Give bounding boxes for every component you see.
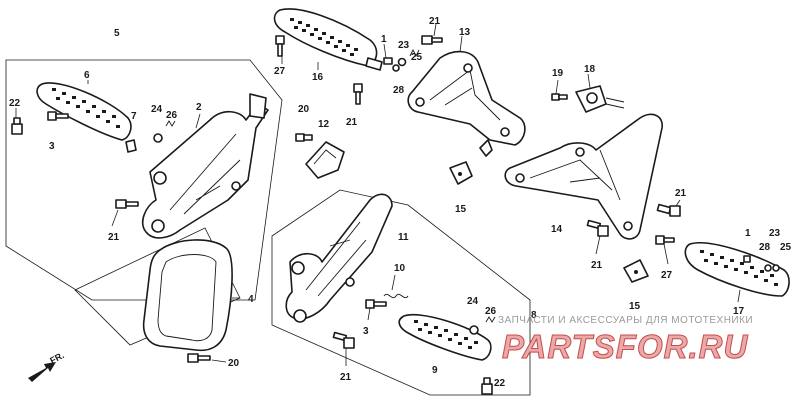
callout-10: 10 xyxy=(394,263,406,274)
callout-20: 20 xyxy=(298,104,310,115)
callout-12: 12 xyxy=(318,119,330,130)
callout-28: 28 xyxy=(759,242,771,253)
screw-19 xyxy=(551,93,568,101)
pin-3-left xyxy=(47,111,69,121)
callout-26: 26 xyxy=(485,306,497,317)
bolt-22-left xyxy=(11,117,23,135)
callout-24: 24 xyxy=(467,296,479,307)
callout-15: 15 xyxy=(629,301,641,312)
watermark-logo: PARTSFOR.RU xyxy=(502,328,748,365)
callout-27: 27 xyxy=(661,270,673,281)
callout-15: 15 xyxy=(455,204,467,215)
watermark: ЗАПЧАСТИ И АКСЕССУАРЫ ДЛЯ МОТОТЕХНИКИ PA… xyxy=(498,315,753,366)
pin-27-right xyxy=(655,235,675,245)
callout-21: 21 xyxy=(591,260,603,271)
callout-21: 21 xyxy=(675,188,687,199)
callout-6: 6 xyxy=(84,70,90,81)
callout-8: 8 xyxy=(531,310,537,321)
bracket-13 xyxy=(407,50,526,157)
bolt-22-lower xyxy=(481,377,493,395)
direction-label: FR. xyxy=(48,350,65,366)
rubber-15-lower xyxy=(623,259,649,283)
step-bar-16 xyxy=(273,8,383,71)
bolt-20-top xyxy=(295,133,313,142)
rubber-15-top xyxy=(449,161,473,185)
callout-14: 14 xyxy=(551,224,563,235)
step-bar-6 xyxy=(36,82,132,141)
callout-11: 11 xyxy=(398,232,409,243)
callout-19: 19 xyxy=(552,68,564,79)
watermark-caption: ЗАПЧАСТИ И АКСЕССУАРЫ ДЛЯ МОТОТЕХНИКИ xyxy=(498,315,753,326)
callout-17: 17 xyxy=(733,306,745,317)
callout-28: 28 xyxy=(393,85,405,96)
callout-23: 23 xyxy=(398,40,410,51)
callout-22: 22 xyxy=(494,378,506,389)
front-direction-arrow: FR. xyxy=(28,350,66,382)
callout-23: 23 xyxy=(769,228,781,239)
small-parts-lower xyxy=(469,316,496,335)
callout-21: 21 xyxy=(429,16,441,27)
bolt-21-right xyxy=(656,203,681,217)
callout-1: 1 xyxy=(381,34,387,45)
bolt-21-left xyxy=(115,199,139,209)
small-parts-left xyxy=(125,120,176,153)
switch-18 xyxy=(575,85,625,113)
holder-2 xyxy=(141,93,269,239)
callout-25: 25 xyxy=(780,242,792,253)
spring-10 xyxy=(383,293,409,299)
right-assembly-outline xyxy=(271,189,531,396)
callout-21: 21 xyxy=(108,232,120,243)
holder-14 xyxy=(504,113,663,240)
callout-24: 24 xyxy=(151,104,163,115)
bracket-12 xyxy=(305,141,345,179)
callout-26: 26 xyxy=(166,110,178,121)
pin-3-right xyxy=(365,299,387,309)
step-bar-17 xyxy=(684,242,790,297)
callout-1: 1 xyxy=(745,228,751,239)
callout-21: 21 xyxy=(340,372,352,383)
bolt-20-lower xyxy=(187,353,211,363)
leader-lines xyxy=(15,23,741,366)
callout-22: 22 xyxy=(9,98,21,109)
pin-27-top xyxy=(275,35,285,57)
small-parts-top xyxy=(383,48,420,72)
callout-20: 20 xyxy=(228,358,240,369)
holder-11 xyxy=(285,193,393,323)
step-bar-9 xyxy=(398,314,492,361)
bolt-21-bottom xyxy=(332,331,355,349)
callout-25: 25 xyxy=(411,52,423,63)
bolt-21-lower xyxy=(586,219,609,237)
callout-3: 3 xyxy=(49,141,55,152)
left-assembly-outline xyxy=(5,59,283,301)
callout-16: 16 xyxy=(312,72,324,83)
callout-18: 18 xyxy=(584,64,596,75)
callout-13: 13 xyxy=(459,27,471,38)
cover-4 xyxy=(142,239,233,352)
callout-27: 27 xyxy=(274,66,286,77)
callout-labels: 5 6 22 3 7 24 26 2 21 27 16 20 12 21 1 2… xyxy=(9,16,792,389)
bolt-21-mid xyxy=(353,83,363,105)
callout-2: 2 xyxy=(196,102,202,113)
callout-3: 3 xyxy=(363,326,369,337)
callout-9: 9 xyxy=(432,365,438,376)
callout-5: 5 xyxy=(114,28,120,39)
callout-21: 21 xyxy=(346,117,358,128)
bolt-21-top xyxy=(421,35,443,45)
callout-7: 7 xyxy=(131,111,137,122)
callout-4: 4 xyxy=(248,294,254,305)
